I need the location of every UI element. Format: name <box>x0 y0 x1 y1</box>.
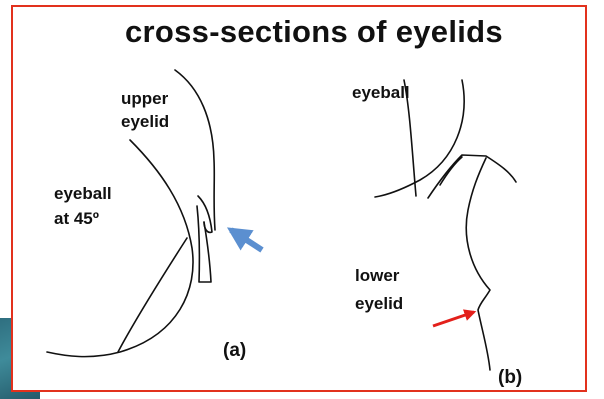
panel-b-lid-margin <box>439 156 463 186</box>
panel-b-drawing <box>374 79 517 371</box>
panel-a-caption: (a) <box>223 340 247 361</box>
panel-b-red-arrow <box>432 309 477 328</box>
panel-a-upper-eyelid-label-line2: eyelid <box>121 112 170 131</box>
panel-a-eyeball-outline <box>46 139 194 358</box>
panel-b-lower-eyelid-profile <box>427 154 517 199</box>
panel-a-blue-arrow <box>226 227 264 253</box>
panel-b-eyeball-outline <box>374 79 465 198</box>
panel-a-lid-margin <box>196 205 212 283</box>
panel-b-lower-eyelid-label-line1: lower <box>355 266 400 285</box>
panel-a-lid-tip <box>197 195 213 234</box>
panel-b-eyeball-inner-line <box>403 79 417 197</box>
slide-frame <box>11 5 587 392</box>
panel-b-eyeball-label: eyeball <box>352 83 410 102</box>
panel-a-eyeball-inner-arc <box>117 237 188 353</box>
panel-b-caption: (b) <box>498 367 523 388</box>
panel-b-lower-eyelid-outer <box>465 157 491 371</box>
panel-a-upper-eyelid-skin <box>174 69 216 231</box>
slide-title: cross-sections of eyelids <box>125 14 503 49</box>
panel-a-upper-eyelid-label-line1: upper <box>121 89 169 108</box>
panel-a-eyeball-label-line1: eyeball <box>54 184 112 203</box>
panel-b-lower-eyelid-label-line2: eyelid <box>355 294 404 313</box>
panel-a-eyeball-label-line2: at 45º <box>54 209 99 228</box>
panel-a-drawing <box>46 69 216 358</box>
